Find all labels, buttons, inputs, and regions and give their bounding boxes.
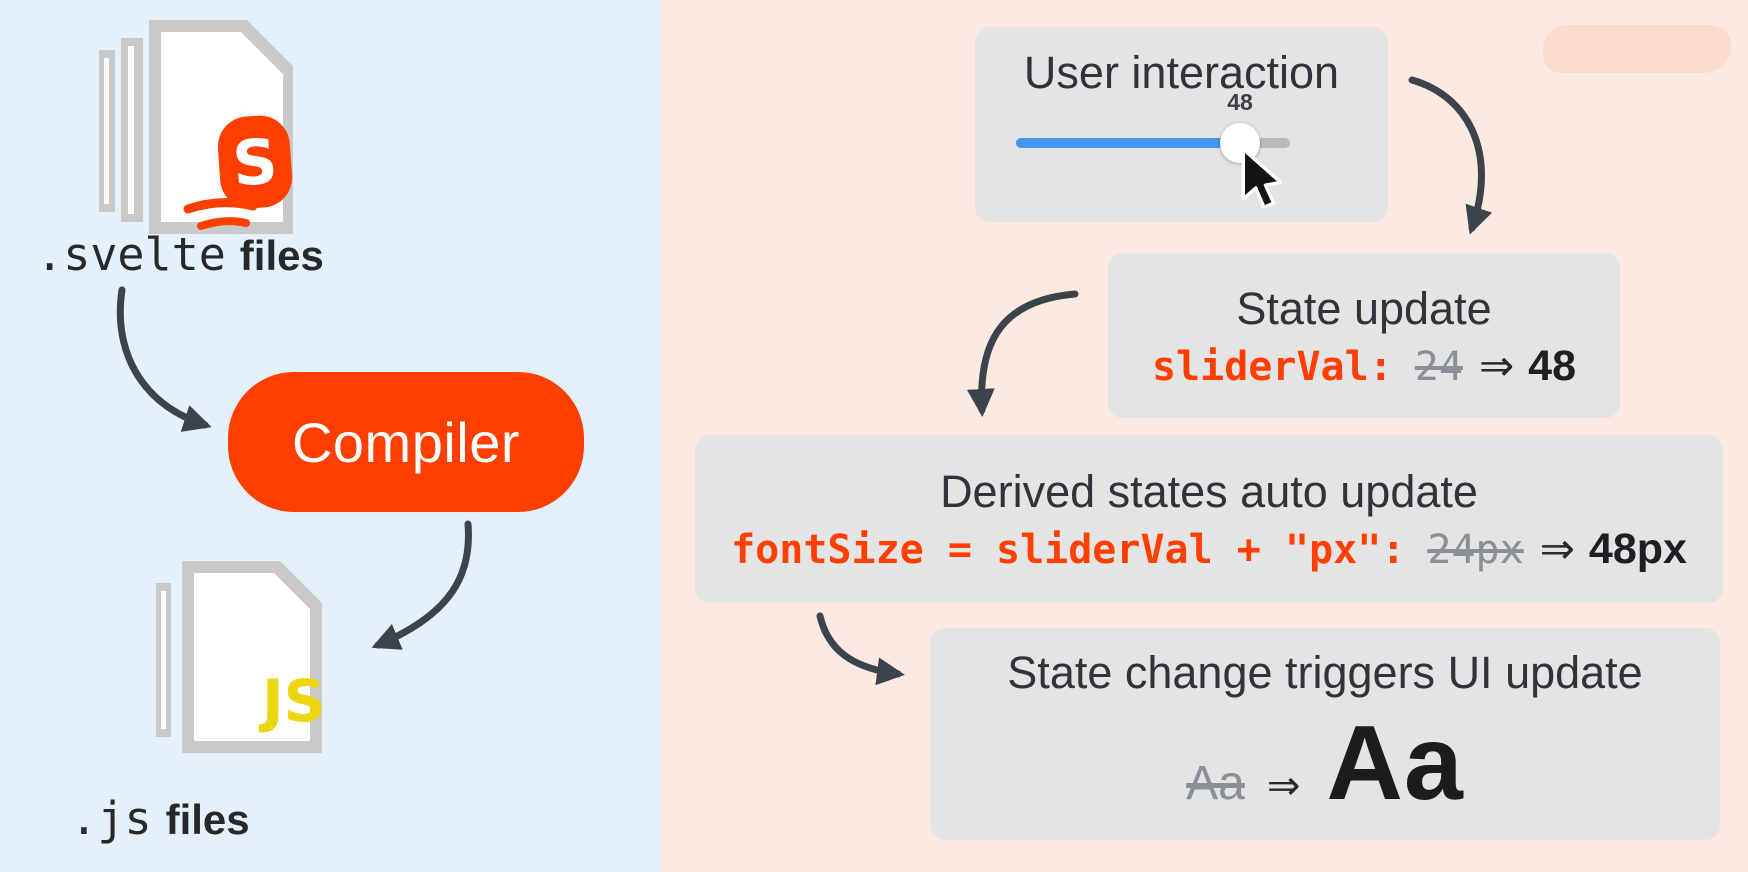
state-update-box: State update sliderVal: 24 ⇒ 48 <box>1108 253 1620 418</box>
derived-old-value: 24px <box>1427 527 1524 573</box>
svelte-logo-badge: S <box>217 115 293 209</box>
slider-value-label: 48 <box>1227 89 1253 115</box>
js-files-word: files <box>165 796 250 843</box>
derived-states-title: Derived states auto update <box>940 466 1478 517</box>
ui-update-box: State change triggers UI update Aa ⇒ Aa <box>930 628 1720 840</box>
old-font-sample: Aa <box>1186 756 1245 810</box>
js-files-label: .js files <box>10 792 310 845</box>
new-font-sample: Aa <box>1326 703 1464 822</box>
becomes-arrow: ⇒ <box>1539 524 1575 573</box>
svelte-files-ext: .svelte <box>36 228 226 281</box>
svelte-files-icon: S <box>99 20 293 234</box>
derived-new-value: 48px <box>1588 525 1687 573</box>
js-files-icon: JS <box>156 561 325 753</box>
state-old-value: 24 <box>1414 343 1463 390</box>
derived-expression: fontSize = sliderVal + "px": <box>731 527 1406 573</box>
svelte-s-glyph: S <box>230 125 280 201</box>
swoosh-line-1 <box>183 198 258 214</box>
state-update-code: sliderVal: 24 ⇒ 48 <box>1152 341 1576 391</box>
swoosh-line-2 <box>197 217 250 230</box>
becomes-arrow: ⇒ <box>1478 340 1515 390</box>
user-interaction-title: User interaction <box>1023 47 1340 98</box>
state-update-title: State update <box>1236 282 1492 334</box>
js-badge: JS <box>258 667 325 735</box>
font-size-sample: Aa ⇒ Aa <box>1186 703 1464 824</box>
slider-fill <box>1016 138 1244 148</box>
becomes-arrow: ⇒ <box>1266 762 1301 809</box>
state-var-name: sliderVal: <box>1151 343 1393 390</box>
compiler-label: Compiler <box>291 410 521 474</box>
highlight-blob <box>1543 25 1731 73</box>
derived-states-code: fontSize = sliderVal + "px": 24px ⇒ 48px <box>731 524 1687 574</box>
derived-states-box: Derived states auto update fontSize = sl… <box>695 435 1723 603</box>
ui-update-title: State change triggers UI update <box>1007 646 1643 698</box>
slider-track[interactable] <box>1016 138 1290 148</box>
cursor-icon <box>1241 148 1283 209</box>
svelte-files-word: files <box>239 232 324 279</box>
js-files-ext: .js <box>70 792 152 845</box>
user-interaction-box: User interaction 48 <box>975 27 1388 222</box>
svelte-files-label: .svelte files <box>10 228 350 281</box>
state-new-value: 48 <box>1528 341 1577 390</box>
compiler-node: Compiler <box>228 372 584 512</box>
